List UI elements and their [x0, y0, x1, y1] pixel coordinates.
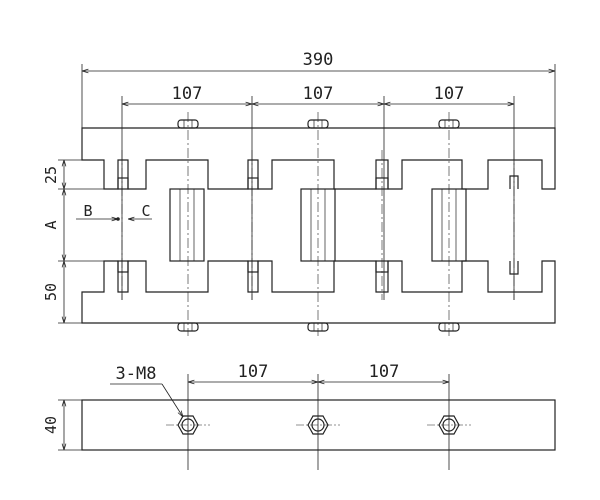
side-view	[58, 374, 556, 470]
top-bolts	[177, 119, 460, 332]
hex-nut-1	[166, 415, 210, 435]
side-bar	[81, 399, 556, 451]
hex-nut-2	[296, 415, 340, 435]
hex-nut-3	[427, 415, 471, 435]
gap-label: A	[42, 220, 60, 229]
overall-length-label: 390	[303, 50, 334, 70]
bolt-callout-label: 3-M8	[116, 364, 157, 384]
slot-b-label: B	[83, 202, 92, 220]
side-height-label: 40	[42, 416, 60, 434]
bolt-leader	[110, 383, 183, 417]
bottom-spacing-label-1: 107	[238, 362, 269, 382]
left-dimensions	[58, 159, 104, 324]
top-view	[81, 127, 556, 324]
slot-c-label: C	[141, 202, 150, 220]
spacing-label-2: 107	[303, 84, 334, 104]
post-1	[169, 188, 205, 262]
upper-bar-outline	[82, 128, 555, 189]
upper-height-label: 25	[42, 166, 60, 184]
top-spacing-dimension	[121, 96, 515, 300]
bottom-spacing-label-2: 107	[369, 362, 400, 382]
spacing-label-1: 107	[172, 84, 203, 104]
bc-dimensions	[76, 217, 152, 221]
center-lines	[121, 112, 515, 336]
overall-dimension	[81, 64, 556, 128]
spacing-label-3: 107	[434, 84, 465, 104]
lower-height-label: 50	[42, 283, 60, 301]
